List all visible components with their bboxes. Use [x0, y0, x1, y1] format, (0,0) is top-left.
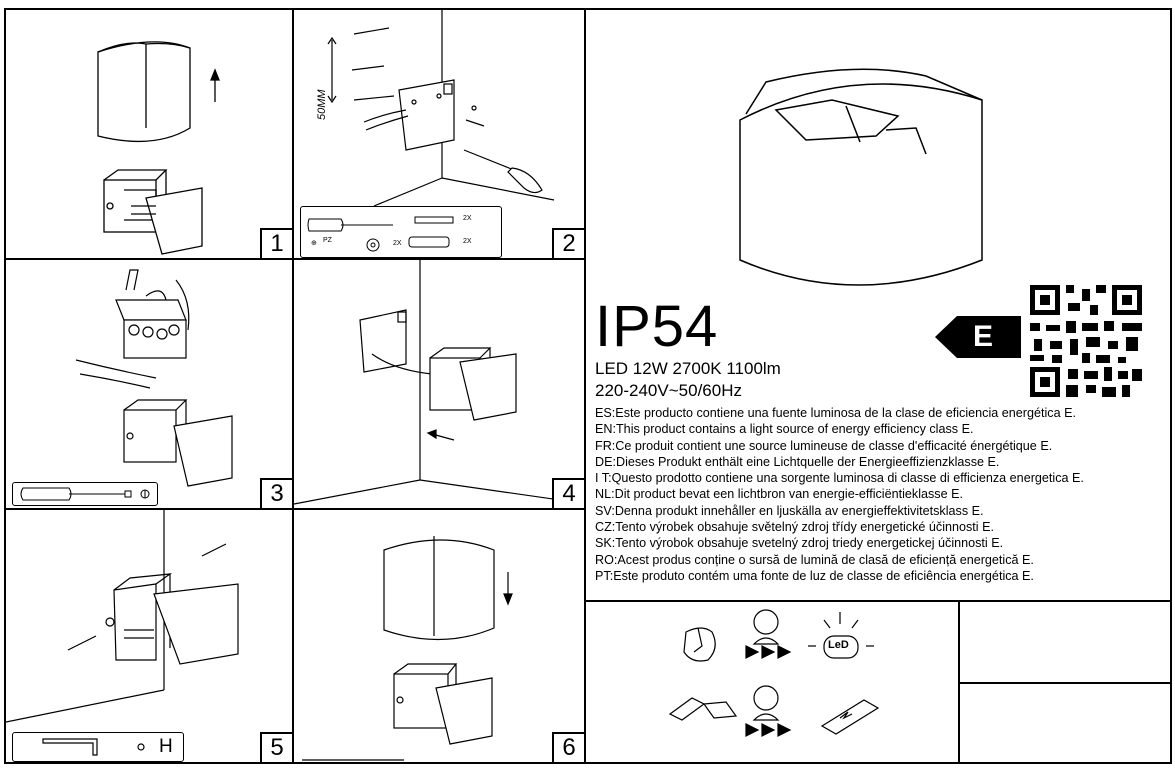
step-5-tool-label: H	[159, 736, 173, 757]
step-6-panel: 6	[292, 508, 586, 764]
step-3-number: 3	[260, 478, 292, 508]
step-4-illustration	[294, 260, 584, 505]
statement-de: DE:Dieses Produkt enthält eine Lichtquel…	[595, 454, 1000, 469]
step-2-toolbox: ⊕ PZ 2X 2X 2X	[300, 206, 502, 258]
electrician-icon	[753, 609, 779, 635]
statement-nl: NL:Dit product bevat een lichtbron van e…	[595, 487, 963, 502]
step-2-panel: 50MM ⊕ PZ 2X 2X 2X 2	[292, 8, 586, 260]
statement-sv: SV:Denna produkt innehåller en ljuskälla…	[595, 503, 984, 518]
plugs-qty-label: 2X	[463, 238, 472, 245]
led-bulb-icon	[823, 635, 859, 659]
screws-qty-label: 2X	[463, 215, 472, 222]
step-4-number: 4	[552, 478, 584, 508]
product-illustration	[739, 68, 983, 286]
statement-fr: FR:Ce produit contient une source lumine…	[595, 438, 1053, 453]
step-1-panel: 1	[4, 8, 294, 260]
statement-cz: CZ:Tento výrobek obsahuje světelný zdroj…	[595, 520, 995, 535]
statement-en: EN:This product contains a light source …	[595, 422, 974, 437]
step-1-illustration	[97, 41, 220, 255]
step-2-number: 2	[552, 228, 584, 258]
spec-line-voltage: 220-240V~50/60Hz	[595, 381, 742, 400]
replacement-icons-panel: LeD	[584, 600, 960, 764]
step-3-illustration	[75, 269, 233, 487]
new-driver-icon	[820, 699, 880, 735]
step-2-illustration	[327, 10, 555, 207]
step-2-dimension-label: 50MM	[316, 89, 328, 120]
step-6-illustration	[302, 536, 513, 761]
step-4-panel: 4	[292, 258, 586, 510]
broken-driver-icon	[668, 697, 706, 721]
statement-sk: SK:Tento výrobok obsahuje svetelný zdroj…	[595, 536, 1004, 551]
ip-rating: IP54	[595, 294, 719, 359]
step-1-number: 1	[260, 228, 292, 258]
energy-statements: ES:Este producto contiene una fuente lum…	[595, 405, 1165, 584]
step-3-panel: 3	[4, 258, 294, 510]
qr-code-icon	[1030, 285, 1142, 397]
notes-box-top	[958, 600, 1172, 684]
step-5-number: 5	[260, 732, 292, 762]
step-2-tools-illustration: ⊕	[307, 216, 454, 252]
spec-line-power: LED 12W 2700K 1100lm	[595, 359, 781, 378]
step-5-illustration	[6, 510, 239, 723]
step-6-number: 6	[552, 732, 584, 762]
statement-pt: PT:Este produto contém uma fonte de luz …	[595, 568, 1034, 583]
broken-led-icon	[683, 627, 716, 662]
svg-text:⊕: ⊕	[311, 240, 317, 247]
plugs-qty-left-label: 2X	[393, 240, 402, 247]
hex-key-icon	[42, 738, 145, 756]
statement-it: I T:Questo prodotto contiene una sorgent…	[595, 471, 1084, 486]
statement-es: ES:Este producto contiene una fuente lum…	[595, 406, 1076, 420]
led-icon-label: LeD	[828, 639, 849, 651]
statement-ro: RO:Acest produs conține o sursă de lumin…	[595, 552, 1034, 567]
replacement-icons-illustration	[668, 609, 880, 737]
energy-class-arrow-icon	[935, 316, 1021, 358]
energy-label-badge: E	[935, 316, 1021, 358]
step-5-toolbox: H	[12, 732, 184, 762]
notes-box-bottom	[958, 682, 1172, 764]
energy-class-letter: E	[973, 320, 994, 353]
driver-type-label: PZ	[323, 237, 332, 244]
step-3-toolbox	[12, 482, 158, 506]
step-5-panel: H 5	[4, 508, 294, 764]
screwdriver-icon	[20, 487, 150, 501]
